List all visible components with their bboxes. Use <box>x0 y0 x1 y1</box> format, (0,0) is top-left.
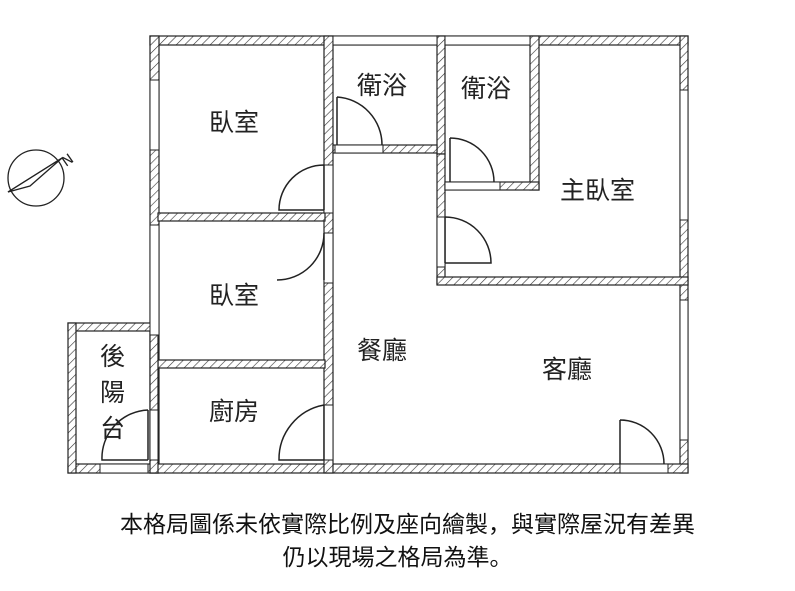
room-label-bedroom-1: 臥室 <box>209 108 259 137</box>
room-label-back-balcony-3: 台 <box>100 414 125 443</box>
room-label-bath-2: 衛浴 <box>461 74 511 103</box>
room-label-bath-1: 衛浴 <box>357 71 407 100</box>
compass <box>7 149 65 207</box>
room-label-dining: 餐廳 <box>357 336 407 365</box>
door-swings <box>101 96 665 465</box>
walls <box>67 35 689 474</box>
room-label-back-balcony-1: 後 <box>100 342 125 371</box>
disclaimer-line-1: 本格局圖係未依實際比例及座向繪製，與實際屋況有差異 <box>120 512 695 538</box>
room-label-bedroom-2: 臥室 <box>209 281 259 310</box>
door-openings <box>99 35 689 474</box>
room-label-back-balcony-2: 陽 <box>100 378 125 407</box>
room-label-master-bedroom: 主臥室 <box>560 176 635 205</box>
floor-plan: N 臥室 衛浴 衛浴 主臥室 臥室 餐廳 客廳 廚房 後 陽 台 <box>7 35 689 474</box>
disclaimer-line-2: 仍以現場之格局為準。 <box>282 545 513 571</box>
room-label-living: 客廳 <box>542 355 592 384</box>
room-label-kitchen: 廚房 <box>209 397 259 426</box>
compass-circle <box>7 149 65 207</box>
